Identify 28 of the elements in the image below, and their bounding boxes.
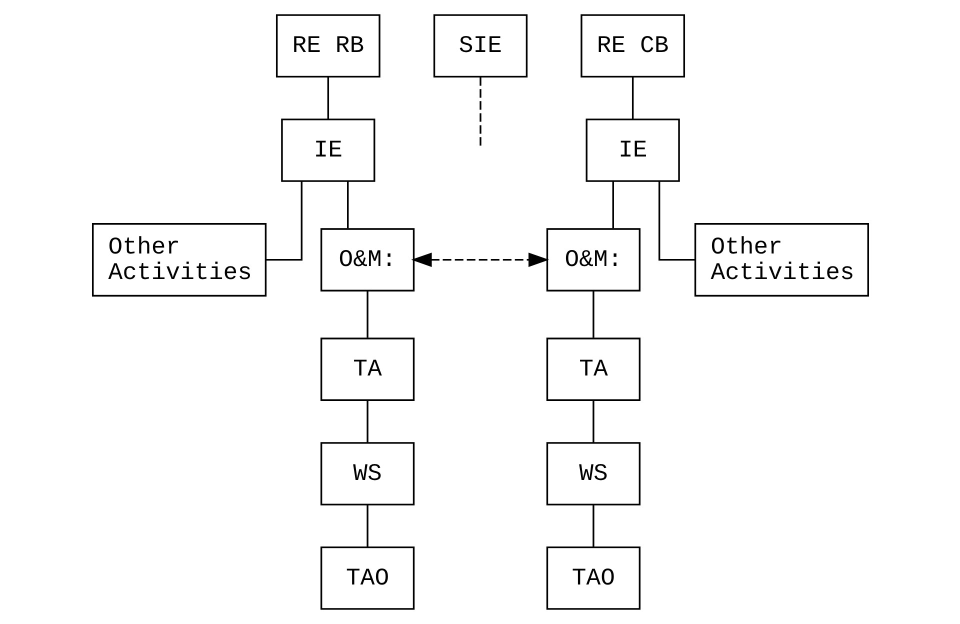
node-box: WS bbox=[546, 442, 640, 506]
connector bbox=[592, 505, 594, 547]
node-box: TAO bbox=[320, 546, 414, 610]
connector bbox=[326, 77, 329, 119]
node-box: IE bbox=[585, 118, 680, 182]
arrow bbox=[410, 252, 549, 267]
node-box: TAO bbox=[546, 546, 640, 610]
connector bbox=[366, 290, 368, 338]
connector bbox=[592, 400, 594, 442]
node-box: O&M: bbox=[546, 228, 640, 292]
connector bbox=[631, 77, 634, 119]
node-box: O&M: bbox=[320, 228, 414, 292]
connector bbox=[366, 505, 368, 547]
node-box: Other Activities bbox=[694, 223, 868, 297]
node-box: RE CB bbox=[580, 14, 685, 78]
node-box: SIE bbox=[432, 14, 528, 78]
node-box: Other Activities bbox=[92, 223, 266, 297]
node-box: WS bbox=[320, 442, 414, 506]
connector bbox=[366, 400, 368, 442]
connector bbox=[592, 290, 594, 338]
connector bbox=[658, 181, 694, 261]
node-box: IE bbox=[280, 118, 375, 182]
node-box: RE RB bbox=[275, 14, 380, 78]
connector bbox=[612, 181, 614, 228]
connector bbox=[266, 181, 302, 261]
node-box: TA bbox=[320, 338, 414, 401]
connector bbox=[346, 181, 348, 228]
node-box: TA bbox=[546, 338, 640, 401]
